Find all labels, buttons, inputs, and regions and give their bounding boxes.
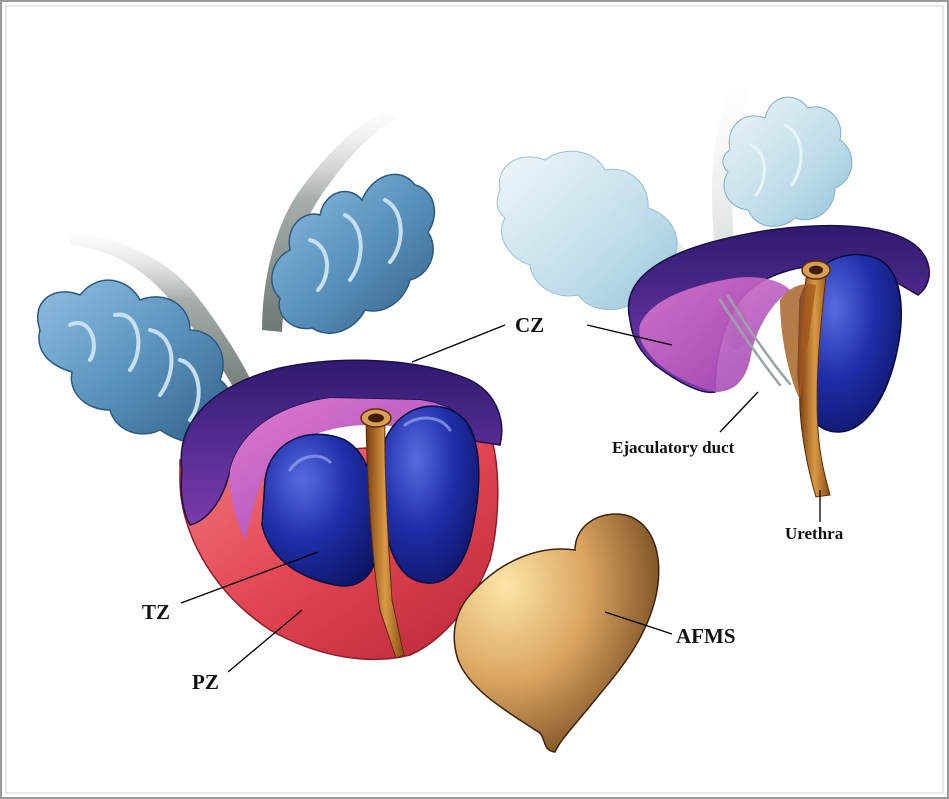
label-cz: CZ: [515, 315, 544, 336]
label-afms: AFMS: [676, 626, 736, 647]
right-urethra-lumen: [809, 266, 823, 275]
label-tz: TZ: [142, 602, 170, 623]
label-ejaculatory-duct: Ejaculatory duct: [612, 439, 734, 456]
label-urethra: Urethra: [785, 525, 843, 542]
transition-zone-right-lobe: [383, 406, 479, 583]
left-urethra-lumen: [368, 414, 384, 423]
label-pz: PZ: [192, 672, 219, 693]
